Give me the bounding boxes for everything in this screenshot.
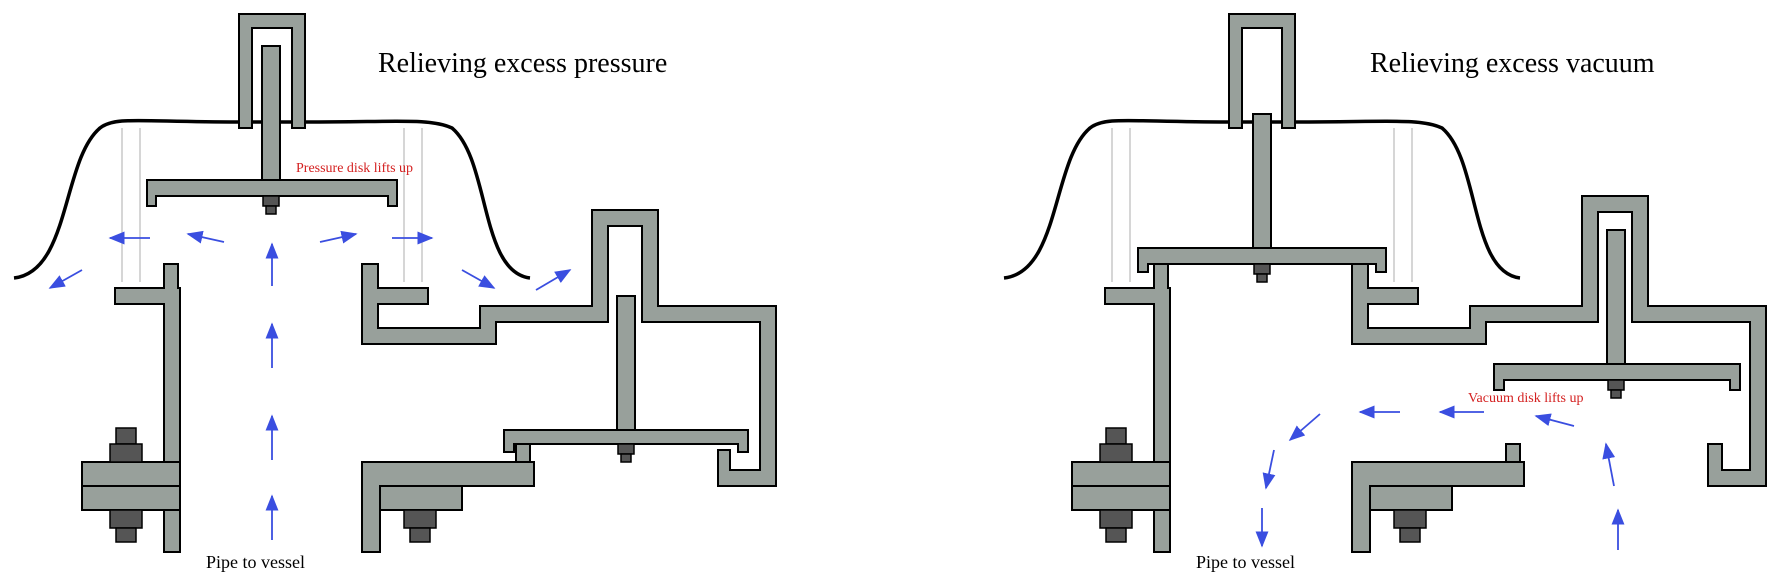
flange-left-lower xyxy=(1071,485,1171,511)
pipe-label: Pipe to vessel xyxy=(206,552,305,572)
panel-title: Relieving excess vacuum xyxy=(1370,48,1655,79)
bolt-icon xyxy=(617,443,635,463)
vacuum-panel: Relieving excess vacuum Vacuum disk lift… xyxy=(1003,13,1767,572)
flange-left-lower xyxy=(81,485,181,511)
arrow-icon xyxy=(1288,413,1321,442)
bolt-icon xyxy=(1253,263,1271,283)
arrow-icon xyxy=(535,269,572,291)
flow-arrows-pressure xyxy=(48,230,572,540)
pressure-panel: Relieving excess pressure Pressure disk … xyxy=(13,13,777,572)
arrow-icon xyxy=(1534,413,1575,427)
vacuum-stem xyxy=(1606,229,1626,365)
panel-title: Relieving excess pressure xyxy=(378,48,667,79)
bolt-icon xyxy=(1393,509,1427,543)
disk-annotation: Vacuum disk lifts up xyxy=(1468,391,1584,406)
pressure-disk xyxy=(146,179,398,207)
pressure-disk xyxy=(1137,247,1387,273)
arrow-icon xyxy=(1262,449,1276,490)
pipe-label: Pipe to vessel xyxy=(1196,552,1295,572)
pressure-stem xyxy=(261,45,281,181)
arrow-icon xyxy=(1602,442,1616,487)
bolt-icon xyxy=(1099,427,1133,543)
arrow-icon xyxy=(461,269,496,289)
arrow-icon xyxy=(48,269,83,289)
flange-left-upper xyxy=(81,461,181,487)
disk-annotation: Pressure disk lifts up xyxy=(296,161,413,176)
inlet-pipe-wall-right xyxy=(1351,195,1767,487)
flange-right-lower xyxy=(1369,485,1453,511)
bolt-icon xyxy=(1607,379,1625,399)
bolt-icon xyxy=(403,509,437,543)
flange-right-lower xyxy=(379,485,463,511)
inlet-pipe-wall-left xyxy=(1104,263,1171,553)
flow-arrows-vacuum xyxy=(1255,405,1625,550)
inlet-pipe-wall-right xyxy=(361,209,777,487)
vacuum-stem xyxy=(616,295,636,431)
guide-housing xyxy=(238,13,306,129)
pressure-stem xyxy=(1252,113,1272,249)
arrow-icon xyxy=(186,230,225,244)
vacuum-disk xyxy=(503,429,749,453)
bolt-icon xyxy=(262,195,280,215)
arrow-icon xyxy=(319,230,358,244)
inlet-pipe-wall-left xyxy=(114,263,181,553)
guide-housing xyxy=(1228,13,1296,129)
flange-left-upper xyxy=(1071,461,1171,487)
bolt-icon xyxy=(109,427,143,543)
vacuum-disk xyxy=(1493,363,1741,391)
